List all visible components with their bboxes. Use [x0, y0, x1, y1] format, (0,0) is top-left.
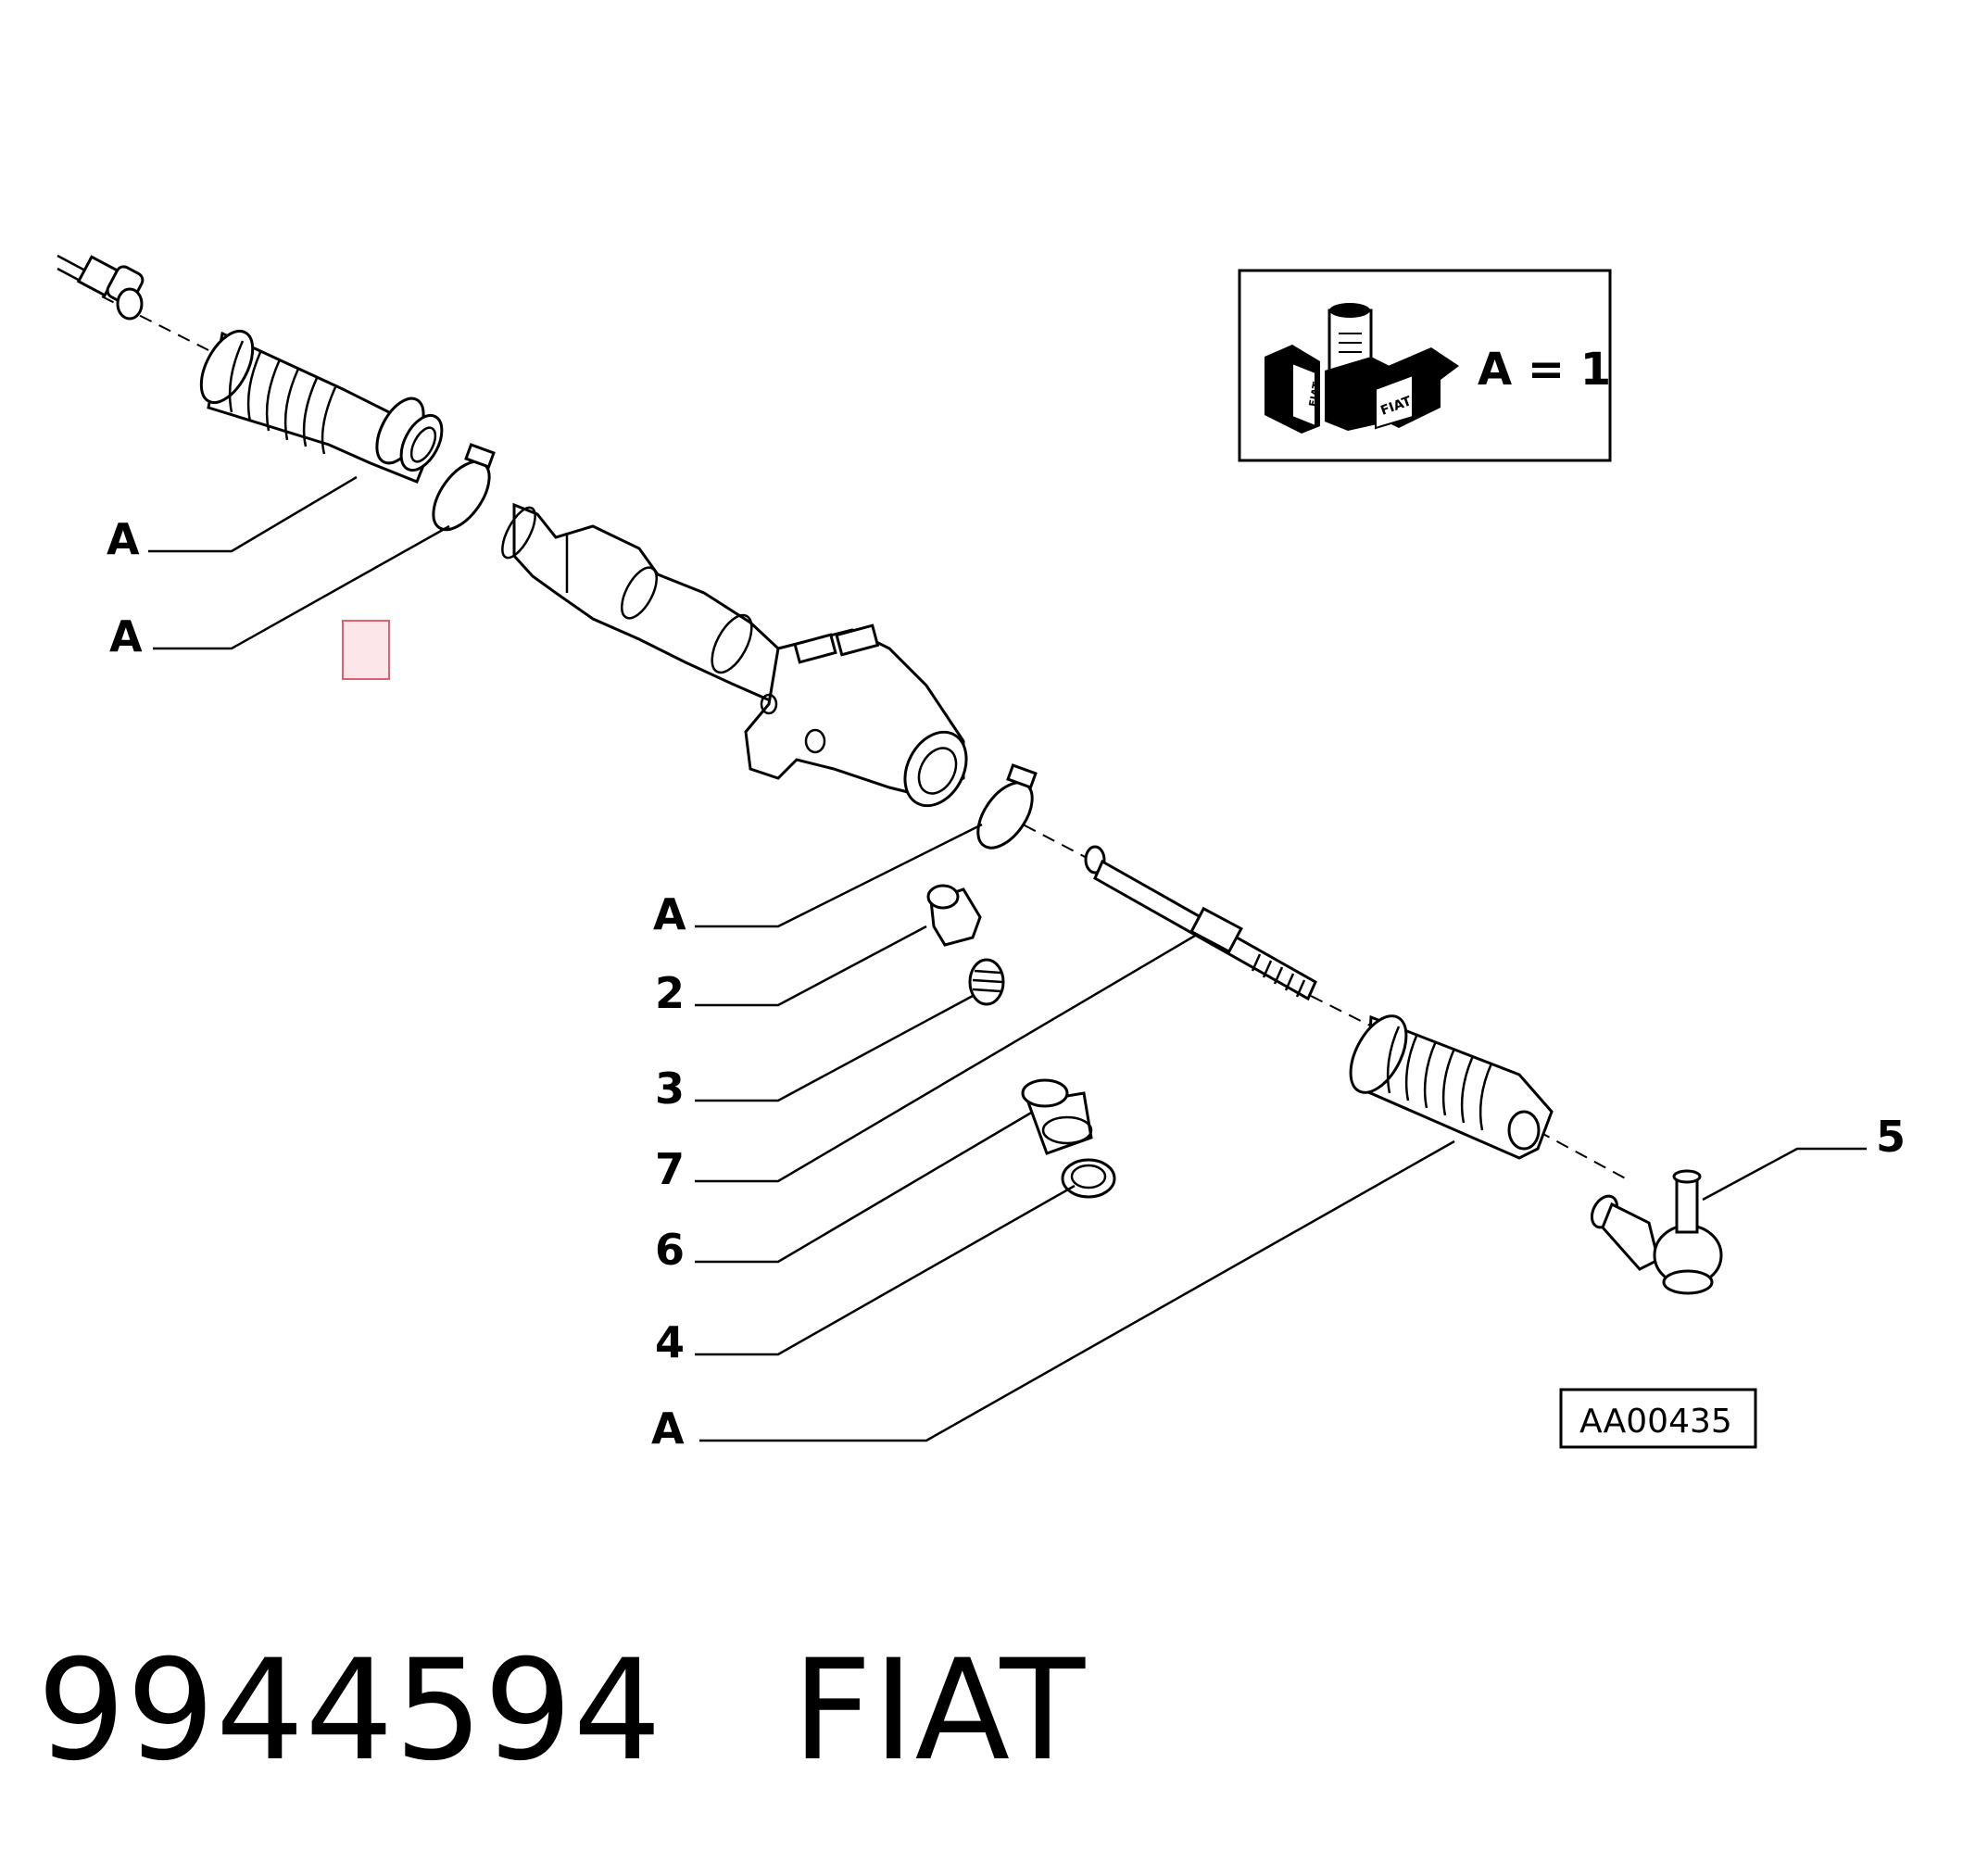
callout-4: 4 — [655, 1317, 685, 1367]
kit-legend-box: FIAT FIAT A = 1 — [1238, 269, 1612, 462]
steering-rack-housing — [501, 502, 968, 808]
svg-text:FIAT: FIAT — [1307, 381, 1324, 408]
callout-5: 5 — [1876, 1112, 1906, 1162]
kit-quantity-label: A = 1 — [1478, 344, 1611, 396]
brand-name: FIAT — [792, 1630, 1087, 1792]
callout-a-1: A — [107, 514, 140, 564]
left-boot-clamp — [432, 443, 496, 532]
rack-thrust-piece — [926, 884, 982, 947]
right-boot-clamp — [976, 763, 1038, 850]
part-number: 9944594 — [37, 1630, 663, 1792]
left-steering-boot — [199, 330, 444, 484]
inner-tie-rod — [1084, 845, 1317, 1001]
right-steering-boot — [1349, 1014, 1554, 1160]
callout-a-3: A — [653, 889, 686, 939]
reference-code-box: AA00435 — [1559, 1388, 1757, 1449]
reference-code: AA00435 — [1579, 1403, 1732, 1441]
callout-6: 6 — [655, 1225, 685, 1275]
outer-tie-rod-end — [1590, 1169, 1723, 1295]
callout-a-2: A — [109, 611, 143, 661]
fiat-kit-logo: FIAT FIAT — [1265, 303, 1459, 434]
footer-caption: 9944594 FIAT — [37, 1630, 1086, 1792]
callout-3: 3 — [655, 1064, 685, 1114]
thrust-spring — [968, 958, 1005, 1006]
adjuster-plug — [1021, 1078, 1093, 1155]
highlight-marker — [342, 620, 390, 680]
callout-2: 2 — [655, 968, 685, 1018]
callout-a-4: A — [651, 1404, 685, 1454]
leader-lines — [148, 475, 1867, 1442]
callout-7: 7 — [655, 1144, 685, 1194]
lock-nut — [1061, 1158, 1116, 1199]
inner-tie-rod-stub — [57, 254, 145, 321]
callout-labels: A A A 2 3 7 6 4 A 5 — [107, 514, 1906, 1454]
